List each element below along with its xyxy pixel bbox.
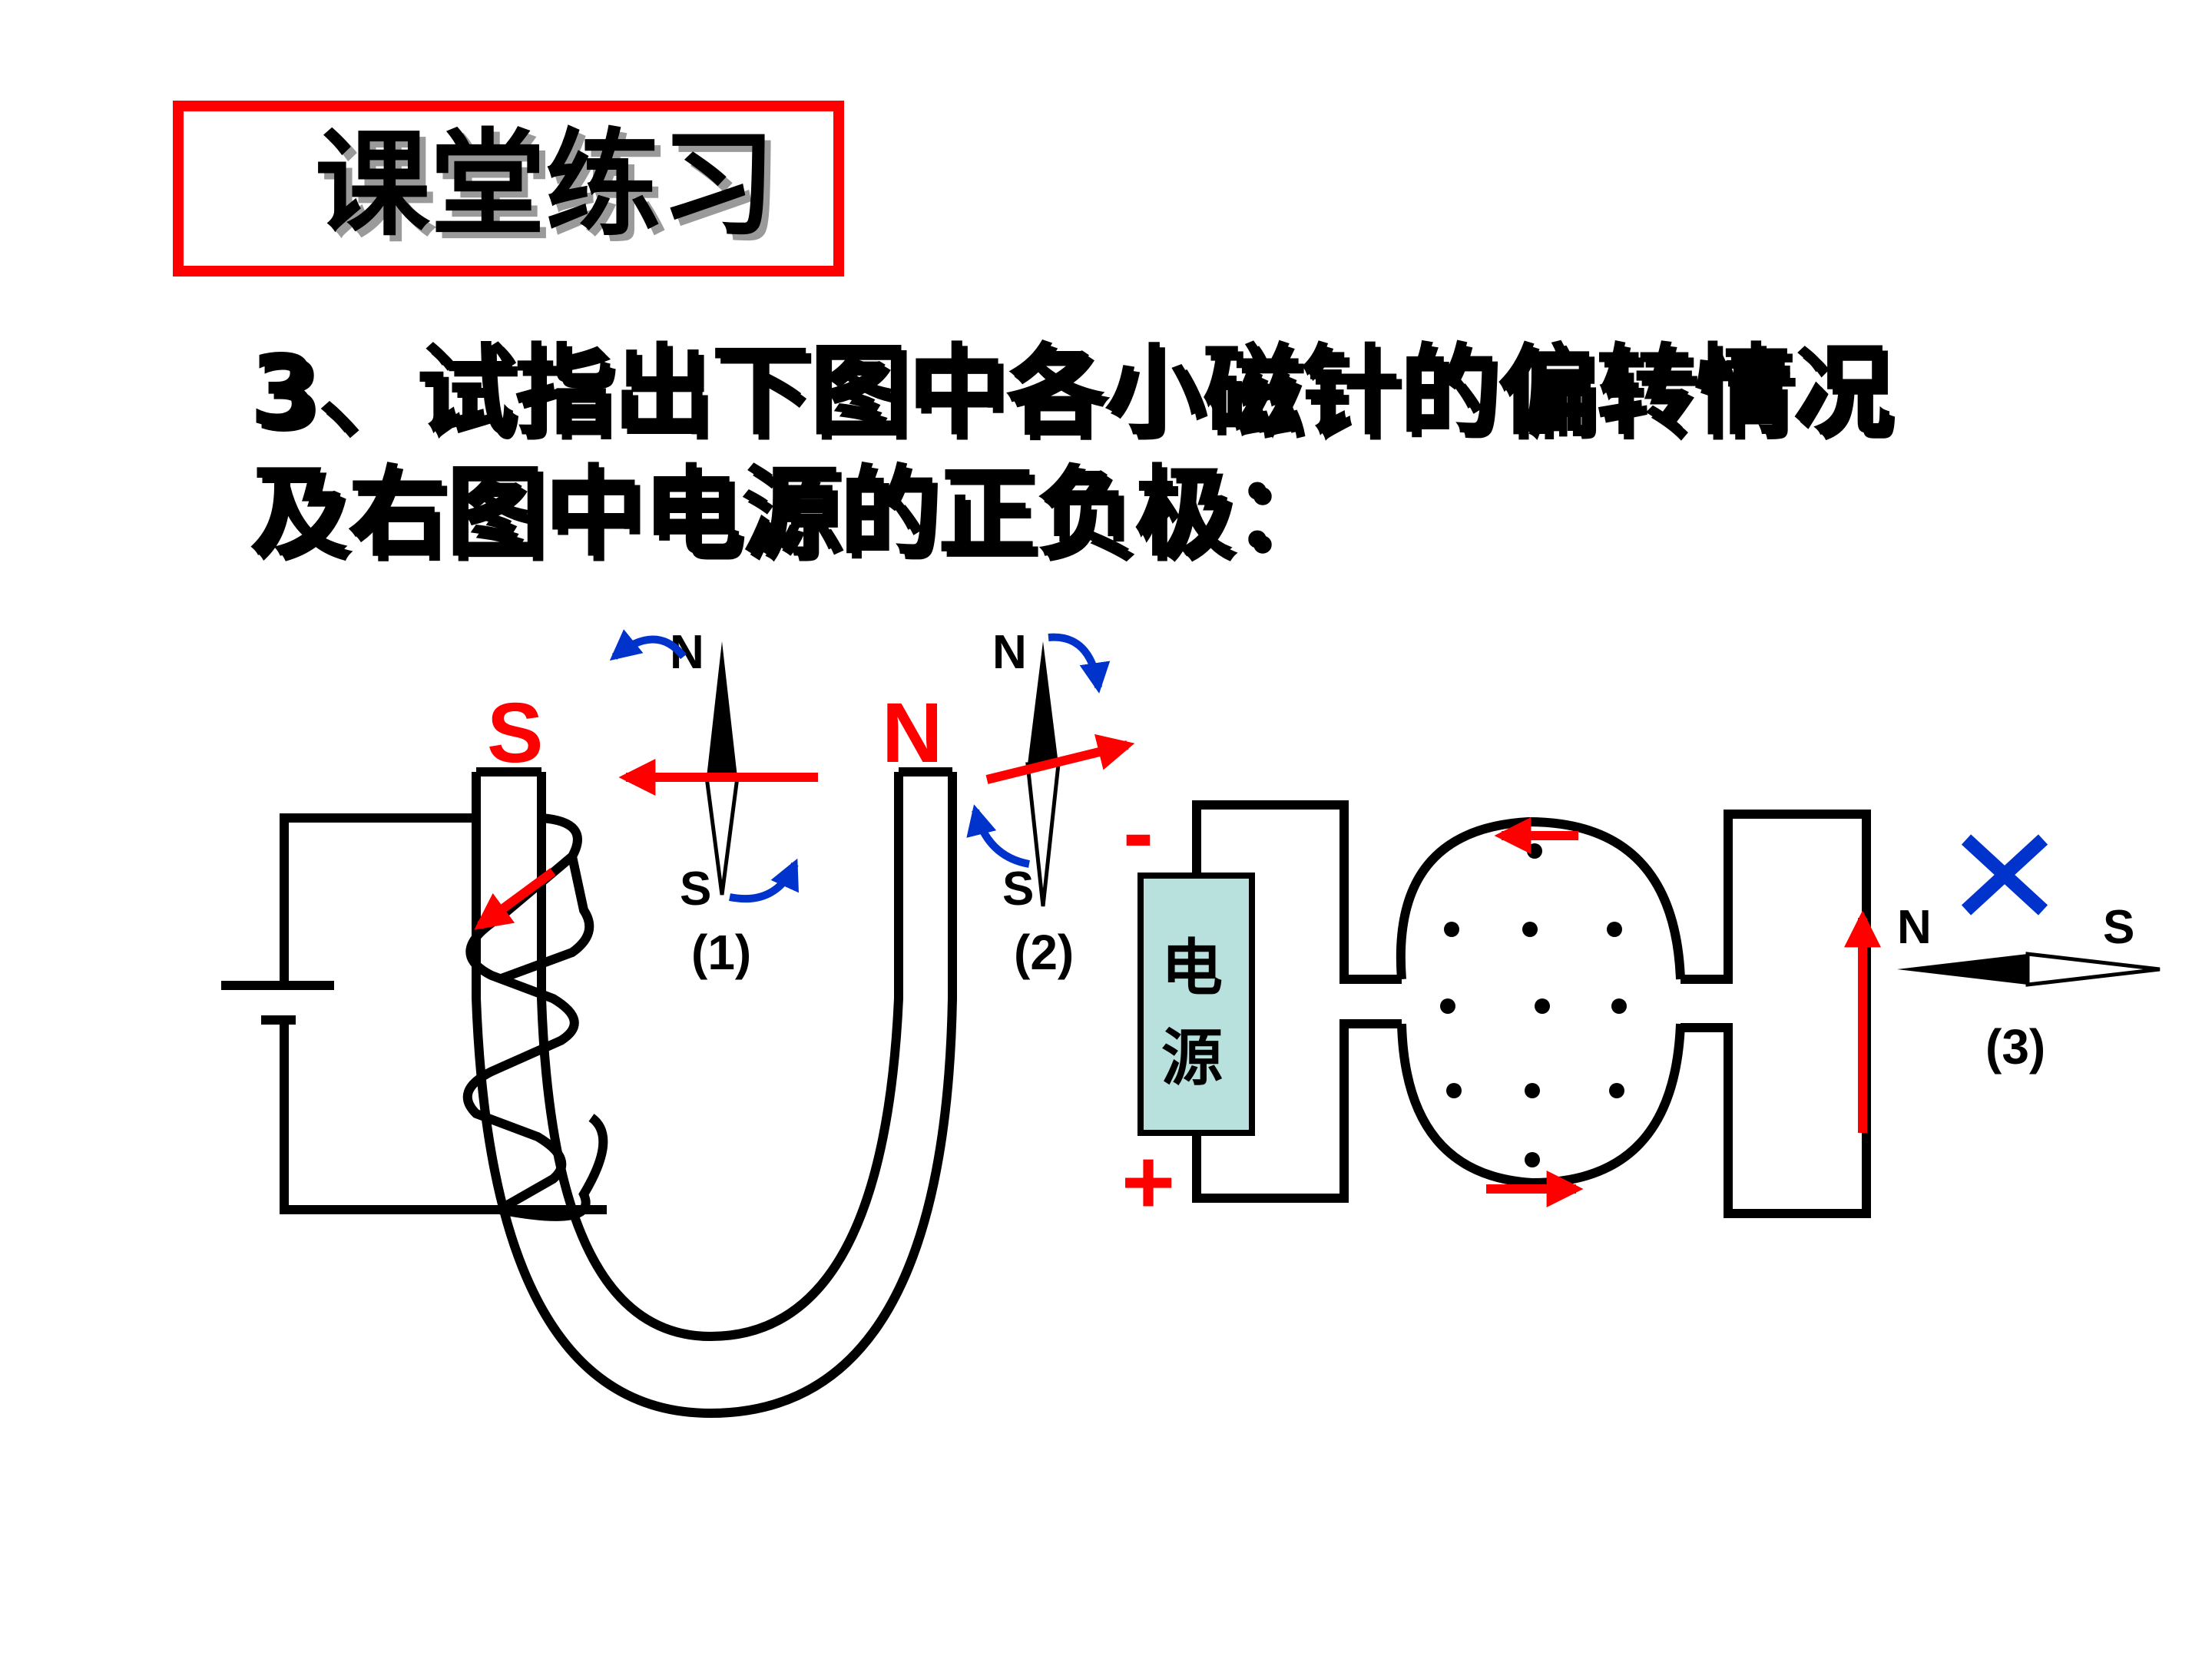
power-circuit: 电 源 - + bbox=[1121, 781, 1871, 1233]
u-shaped-core bbox=[472, 767, 957, 1419]
cross-icon bbox=[1961, 834, 2048, 916]
compass-needle-3: N S (3) bbox=[1897, 901, 2161, 1075]
compass-needle-2: N S (2) bbox=[966, 626, 1135, 980]
power-source-box bbox=[1137, 873, 1255, 1136]
needle-3-north-half bbox=[1897, 954, 2028, 985]
needle-2-rotate-arrow-bottom bbox=[966, 804, 1031, 868]
needle-1-south-label: S bbox=[680, 863, 711, 916]
needle-2-label: (2) bbox=[1014, 925, 1074, 980]
needle-2-south-label: S bbox=[1002, 863, 1034, 916]
needle-1-rotate-arrow-top bbox=[609, 629, 687, 661]
needle-2-answer-arrow bbox=[985, 733, 1135, 784]
needle-3-south-label: S bbox=[2103, 901, 2134, 954]
svg-text:及右图中电源的正负极：: 及右图中电源的正负极： bbox=[255, 461, 1336, 575]
needle-3-south-half bbox=[2025, 952, 2161, 987]
needle-1-rotate-arrow-bottom bbox=[729, 858, 799, 903]
left-pole-label: S bbox=[487, 686, 543, 780]
negative-terminal-label: - bbox=[1123, 781, 1154, 884]
current-arrow bbox=[474, 868, 556, 930]
needle-3-label: (3) bbox=[1985, 1019, 2045, 1075]
needle-3-north-label: N bbox=[1897, 901, 1932, 954]
needle-1-label: (1) bbox=[691, 925, 751, 980]
question-line-1: 3、试指出下图中各小磁针的偏转情况 bbox=[250, 334, 1891, 449]
title-box: 课堂练习 课堂练习 bbox=[173, 101, 844, 276]
svg-text:课堂练习: 课堂练习 bbox=[321, 124, 782, 258]
title-text: 课堂练习 bbox=[315, 118, 776, 252]
power-source-label-2: 源 bbox=[1161, 1022, 1223, 1094]
question-line-2: 及右图中电源的正负极： bbox=[250, 455, 1331, 570]
question: 3、试指出下图中各小磁针的偏转情况 3、试指出下图中各小磁针的偏转情况 及右图中… bbox=[250, 334, 1896, 575]
field-dots bbox=[1440, 843, 1627, 1167]
needle-2-rotate-arrow-top bbox=[1048, 633, 1111, 694]
svg-text:3、试指出下图中各小磁针的偏转情况: 3、试指出下图中各小磁针的偏转情况 bbox=[255, 339, 1896, 454]
right-pole-label: N bbox=[882, 686, 942, 780]
needle-2-north-label: N bbox=[992, 626, 1027, 679]
power-source-label-1: 电 bbox=[1161, 932, 1223, 1004]
needle-2-north-half bbox=[1028, 641, 1058, 764]
positive-terminal-label: + bbox=[1121, 1131, 1175, 1233]
needle-1-north-half bbox=[707, 641, 737, 777]
compass-needle-1: N S (1) bbox=[609, 626, 818, 980]
